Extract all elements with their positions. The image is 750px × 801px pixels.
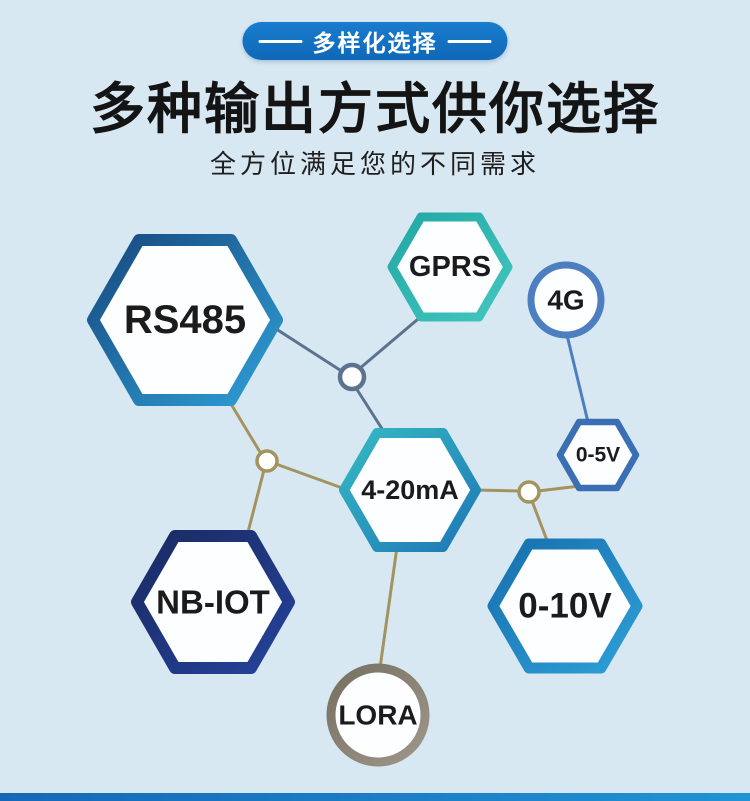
node-nb-iot-hexagon	[131, 530, 295, 674]
connector-05v-hub3	[537, 484, 581, 493]
section-badge: 多样化选择	[242, 22, 508, 60]
connector-hub3-010v	[530, 500, 550, 544]
badge-line-left	[258, 39, 303, 43]
node-0-10v-hexagon	[487, 538, 643, 674]
node-nb-iot-label: NB-IOT	[156, 584, 270, 621]
page-subtitle: 全方位满足您的不同需求	[209, 149, 540, 179]
connector-420ma-hub3	[475, 488, 520, 493]
node-4-20ma-label: 4-20mA	[361, 475, 459, 505]
connector-rs485-hub2	[226, 398, 262, 453]
node-gprs: GPRS	[387, 212, 513, 322]
node-rs485-hexagon	[87, 234, 283, 406]
connector-hub1-420ma	[354, 387, 388, 436]
junction-hub-3	[517, 480, 541, 504]
connector-gprs-hub1	[358, 312, 425, 371]
connector-4g-05v	[565, 334, 590, 423]
badge-line-right	[447, 39, 492, 43]
bottom-accent-bar	[0, 793, 750, 801]
node-0-10v-label: 0-10V	[518, 587, 612, 626]
connector-420ma-lora	[378, 546, 399, 669]
page-title: 多种输出方式供你选择	[89, 78, 660, 140]
node-4g-label: 4G	[547, 285, 584, 316]
connector-rs485-hub1	[269, 323, 344, 374]
junction-hub-1	[337, 362, 367, 392]
node-rs485: RS485	[87, 234, 283, 406]
connector-lines	[226, 312, 590, 669]
junction-hub-2	[255, 449, 279, 473]
node-0-5v: 0-5V	[556, 418, 640, 492]
node-lora-circle	[326, 663, 430, 767]
node-4g-circle	[527, 261, 605, 339]
node-4g: 4G	[527, 261, 605, 339]
node-gprs-label: GPRS	[409, 251, 491, 283]
connector-hub2-nbiot	[245, 469, 266, 537]
node-4-20ma-hexagon	[339, 428, 481, 552]
node-nb-iot: NB-IOT	[131, 530, 295, 674]
node-lora-label: LORA	[338, 700, 417, 731]
node-rs485-label: RS485	[124, 298, 246, 342]
node-gprs-hexagon	[387, 212, 513, 322]
node-lora: LORA	[326, 663, 430, 767]
node-0-5v-label: 0-5V	[576, 444, 620, 467]
node-0-10v: 0-10V	[487, 538, 643, 674]
node-0-5v-hexagon	[556, 418, 640, 492]
connector-hub2-420ma	[275, 462, 346, 491]
node-4-20ma: 4-20mA	[339, 428, 481, 552]
badge-label: 多样化选择	[312, 30, 438, 56]
